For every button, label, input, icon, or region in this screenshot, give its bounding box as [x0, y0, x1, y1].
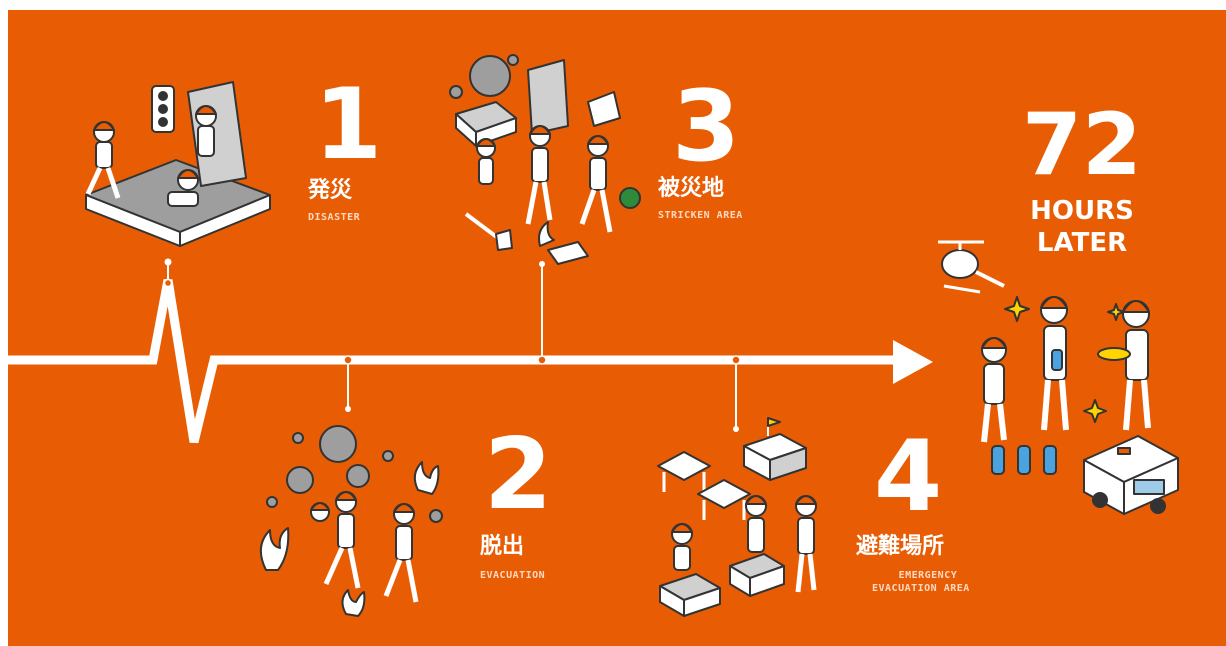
stage-4-english-line-2: EVACUATION AREA [872, 582, 970, 594]
stage-4-japanese-label: 避難場所 [856, 534, 945, 559]
evacuation-area-illustration [657, 417, 817, 617]
stage-2-number: 2 [484, 418, 553, 532]
earthquake-illustration [85, 81, 271, 247]
stage-1-number: 1 [314, 68, 383, 182]
stage-4-english-label: EMERGENCY EVACUATION AREA [872, 570, 970, 595]
rescue-supplies-illustration [938, 240, 1179, 515]
final-hours-number: 72 [1022, 95, 1142, 195]
connector-1 [163, 258, 173, 288]
stage-3-english-label: STRICKEN AREA [658, 210, 743, 221]
timeline-artwork [8, 54, 1179, 617]
connector-3 [537, 261, 547, 365]
stage-3-number: 3 [672, 70, 741, 184]
stage-4-number: 4 [874, 420, 943, 534]
stage-1-japanese-label: 発災 [308, 178, 353, 203]
infographic: 1 発災 DISASTER 2 脱出 EVACUATION 3 被災地 STRI… [8, 10, 1226, 646]
timeline-line [8, 279, 913, 444]
connector-2 [343, 355, 353, 412]
evacuation-illustration [259, 425, 443, 617]
final-hours-line-2: LATER [1036, 228, 1128, 258]
timeline-arrowhead [893, 340, 933, 384]
final-hours-line-1: HOURS [1030, 196, 1134, 226]
stage-3-japanese-label: 被災地 [658, 176, 725, 201]
stage-4-english-line-1: EMERGENCY [898, 570, 958, 581]
stage-1-english-label: DISASTER [308, 212, 361, 223]
stage-2-japanese-label: 脱出 [480, 534, 525, 559]
connector-4 [731, 355, 741, 432]
stage-2-english-label: EVACUATION [480, 570, 546, 581]
stricken-area-illustration [449, 54, 641, 265]
